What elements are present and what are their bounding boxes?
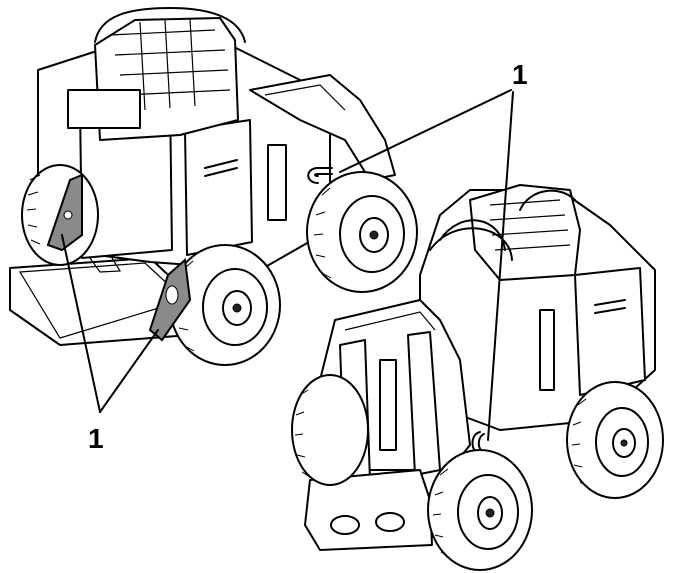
leader-line-bottom-to-left-bracket [61,234,101,413]
leader-line-top-to-left-loop [339,89,512,173]
machine-right [291,184,664,571]
side-panel-right [574,267,646,396]
wheel-left-front-right [306,171,418,293]
loader-arm-left [249,74,396,181]
engine-cover-left [184,119,253,256]
machine-left [9,7,418,366]
hydraulic-cylinder-right [379,359,397,451]
tie-down-loop-left-side [307,167,333,184]
leader-line-bottom-to-right-bracket [99,329,159,413]
hydraulic-cylinder-left [267,144,287,221]
battery-box-left [67,89,141,129]
callout-top-right: 1 [339,59,528,441]
leader-line-top-to-right-loop [487,91,514,441]
callout-bottom-left: 1 [61,234,159,454]
wheel-right-front-right [427,449,533,571]
callout-label-bottom: 1 [88,423,104,454]
wheel-right-rear-right [566,381,664,499]
callout-label-top: 1 [512,59,528,90]
wheel-right-front-left [291,374,369,486]
